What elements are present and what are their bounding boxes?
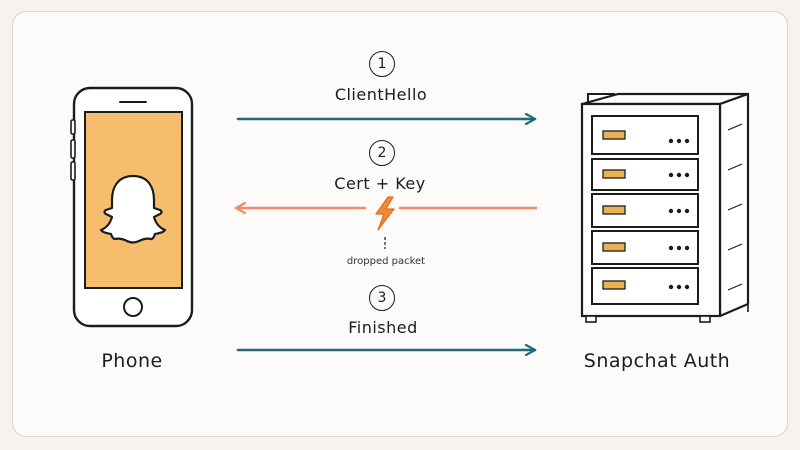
server-label: Snapchat Auth bbox=[583, 350, 731, 372]
message-label-cert-key: Cert + Key bbox=[334, 174, 426, 193]
message-label-clienthello: ClientHello bbox=[334, 85, 428, 104]
home-button bbox=[123, 297, 143, 317]
server-unit bbox=[591, 193, 699, 228]
server-unit bbox=[591, 267, 699, 305]
phone-label: Phone bbox=[101, 350, 163, 372]
step-2-badge: 2 bbox=[369, 140, 395, 166]
server-rack-icon bbox=[580, 92, 750, 323]
step-1-badge: 1 bbox=[369, 51, 395, 77]
lightning-bolt-icon bbox=[375, 196, 395, 231]
dropped-packet-note: dropped packet bbox=[346, 256, 426, 267]
server-unit bbox=[591, 230, 699, 265]
step-3-badge: 3 bbox=[369, 285, 395, 311]
snapchat-ghost-icon bbox=[99, 174, 167, 244]
server-unit bbox=[591, 158, 699, 191]
server-unit bbox=[591, 115, 699, 155]
message-label-finished: Finished bbox=[348, 318, 418, 337]
